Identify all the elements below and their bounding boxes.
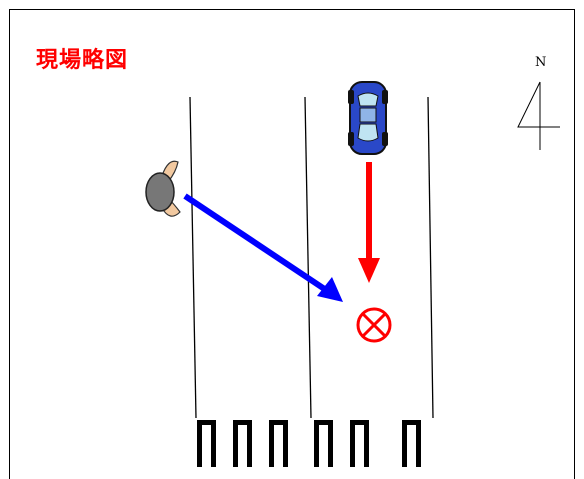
crosswalk-stripe bbox=[197, 420, 216, 467]
circled-x-icon bbox=[356, 307, 392, 343]
crosswalk bbox=[197, 420, 421, 467]
north-label: N bbox=[535, 55, 547, 70]
lane-line-1 bbox=[189, 96, 197, 419]
crosswalk-stripe bbox=[402, 420, 421, 467]
pedestrian-topdown-icon bbox=[145, 160, 181, 217]
car-topdown-icon bbox=[348, 81, 388, 155]
lane-line-3 bbox=[427, 96, 434, 419]
crosswalk-stripe bbox=[314, 420, 333, 467]
pedestrian-path-arrow bbox=[183, 193, 343, 302]
diagram-title: 現場略図 bbox=[36, 48, 129, 73]
crosswalk-stripe bbox=[269, 420, 288, 467]
crosswalk-stripe bbox=[350, 420, 369, 467]
lane-lines bbox=[189, 96, 434, 419]
lane-line-2 bbox=[304, 96, 312, 419]
vehicle-path-arrow bbox=[358, 162, 380, 283]
crosswalk-stripe bbox=[233, 420, 252, 467]
diagram-frame bbox=[9, 9, 575, 479]
north-arrow-icon bbox=[517, 81, 560, 150]
